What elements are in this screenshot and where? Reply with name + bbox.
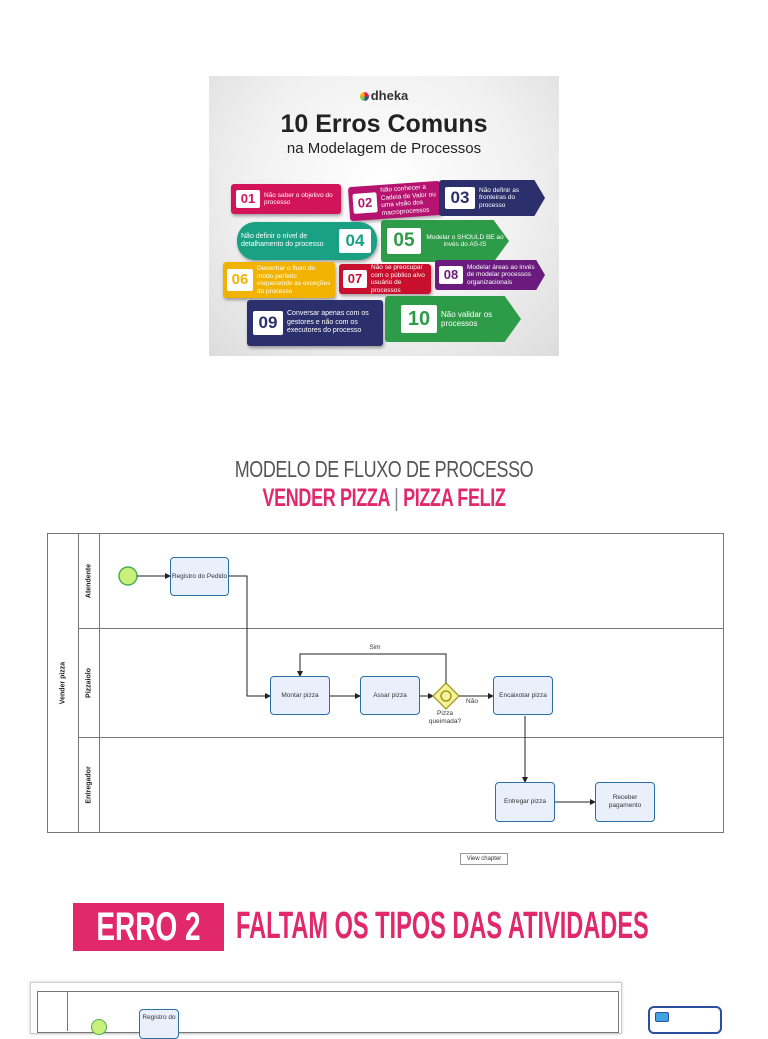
infographic-subtitle: na Modelagem de Processos — [286, 140, 482, 157]
view-chapter-button[interactable]: View chapter — [460, 853, 508, 865]
preview-pool — [37, 991, 619, 1033]
card-number: 01 — [236, 190, 260, 208]
card-text: Não definir o nível de detalhamento do p… — [241, 233, 324, 248]
erro-badge: ERRO 2 — [73, 903, 224, 951]
infographic-image: dheka 10 Erros Comuns na Modelagem de Pr… — [209, 76, 559, 356]
process-pool: Vender pizza Atendente Pizzaiolo Entrega… — [47, 533, 724, 833]
error-card-05: 05 Modelar o SHOULD BE ao invés do AS-IS — [381, 220, 509, 262]
no-label: Não — [466, 698, 478, 705]
start-event-icon — [118, 566, 138, 586]
erro-heading-text: FALTAM OS TIPOS DAS ATIVIDADES — [236, 905, 649, 947]
flow-subtitle-separator: | — [394, 484, 399, 512]
flow-subtitle-left: VENDER PIZZA — [262, 484, 390, 512]
connector — [297, 653, 447, 683]
pool-divider — [78, 534, 79, 832]
card-number: 06 — [227, 269, 253, 291]
task-receber-pagamento[interactable]: Receber pagamento — [595, 782, 655, 822]
flow-title: MODELO DE FLUXO DE PROCESSO — [234, 456, 534, 482]
task-registro-pedido[interactable]: Registro do Pedido — [170, 557, 229, 596]
task-montar-pizza[interactable]: Montar pizza — [270, 676, 330, 715]
lane-atendente — [78, 534, 723, 629]
infographic-title: 10 Erros Comuns — [280, 110, 488, 138]
card-number: 02 — [352, 192, 378, 214]
card-text: Modelar o SHOULD BE ao invés do AS-IS — [426, 233, 504, 249]
chat-icon — [655, 1012, 669, 1022]
card-text: Desenhar o fluxo do modo perfeito esquec… — [257, 265, 331, 295]
logo-icon — [359, 92, 369, 101]
lane-label-divider — [99, 534, 100, 832]
erro-badge-text: ERRO 2 — [96, 904, 201, 949]
card-number: 07 — [343, 270, 367, 288]
card-text: Modelar áreas ao invés de modelar proces… — [467, 263, 535, 286]
card-text: Não saber o objetivo do processo — [264, 191, 333, 207]
erro-heading: FALTAM OS TIPOS DAS ATIVIDADES — [236, 905, 696, 949]
preview-start-event-icon — [91, 1019, 107, 1035]
card-number: 05 — [387, 228, 421, 254]
card-text: Não conhecer a Cadeia de Valor ou uma vi… — [379, 183, 437, 217]
card-number: 09 — [253, 311, 283, 335]
card-text: Conversar apenas com os gestores e não c… — [287, 310, 369, 335]
gateway-icon — [432, 682, 460, 710]
error-card-04: 04 Não definir o nível de detalhamento do… — [237, 222, 377, 260]
task-entregar-pizza[interactable]: Entregar pizza — [495, 782, 555, 822]
chat-widget-button[interactable] — [648, 1006, 722, 1034]
card-number: 08 — [439, 266, 463, 284]
lane-pizzaiolo — [78, 629, 723, 738]
preview-task: Registro do — [139, 1009, 179, 1039]
next-diagram-preview: Registro do — [30, 982, 622, 1039]
card-text: Não validar os processos — [441, 310, 493, 328]
card-number: 04 — [339, 229, 371, 253]
connector — [229, 575, 271, 699]
flow-connectors — [118, 566, 596, 805]
card-number: 10 — [401, 305, 437, 333]
brand-name: dheka — [370, 88, 409, 103]
yes-label: Sim — [369, 644, 381, 651]
flow-subtitle: VENDER PIZZA | PIZZA FELIZ — [108, 484, 661, 513]
task-encaixotar-pizza[interactable]: Encaixotar pizza — [493, 676, 553, 715]
card-text: Não definir as fronteiras do processo — [479, 186, 520, 209]
card-number: 03 — [445, 187, 475, 209]
gateway-label: Pizza queimada? — [428, 710, 462, 725]
card-text: Não se preocupar com o público alvo usuá… — [371, 264, 425, 294]
flow-subtitle-right: PIZZA FELIZ — [403, 484, 506, 512]
task-assar-pizza[interactable]: Assar pizza — [360, 676, 420, 715]
brand-logo: dheka — [209, 88, 559, 103]
